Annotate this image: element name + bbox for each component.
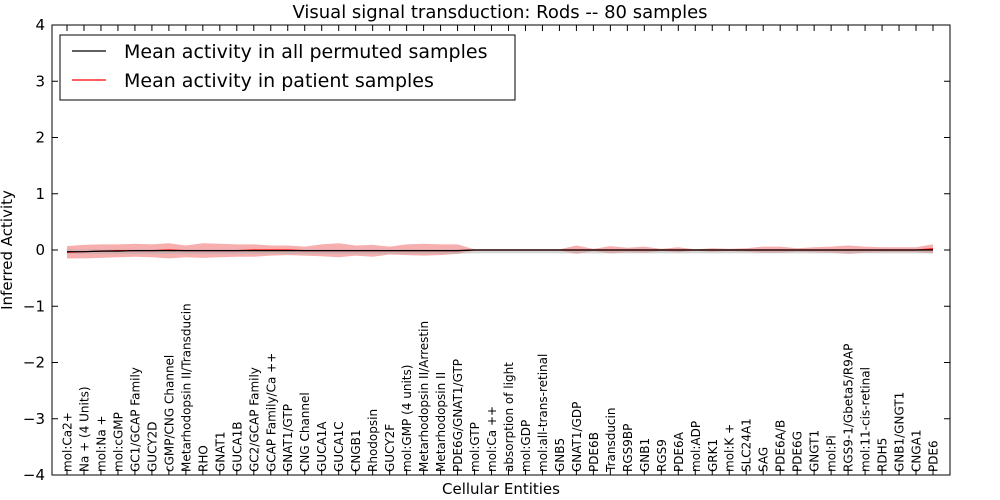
x-category-label: GNAT1 xyxy=(213,431,227,472)
x-category-label: RDH5 xyxy=(876,438,890,472)
x-category-label: CNG Channel xyxy=(298,392,312,472)
x-category-label: GNAT1/GTP xyxy=(281,404,295,472)
y-tick-label: −4 xyxy=(23,466,45,484)
x-category-label: cGMP/CNG Channel xyxy=(162,355,176,472)
x-category-label: mol:ADP xyxy=(689,421,703,472)
x-category-label: mol:K + xyxy=(723,424,737,472)
x-category-label: PDE6G/GNAT1/GTP xyxy=(451,359,465,472)
x-category-label: mol:all-trans-retinal xyxy=(536,354,550,472)
y-axis-label: Inferred Activity xyxy=(0,190,16,310)
y-axis-ticks: −4 −3 −2 −1 0 1 2 3 4 xyxy=(23,16,950,484)
x-category-label: GUCA1C xyxy=(332,421,346,472)
y-tick-label: −1 xyxy=(23,297,45,315)
x-category-label: SLC24A1 xyxy=(740,418,754,472)
y-tick-label: 4 xyxy=(35,16,45,34)
x-category-label: Rhodopsin xyxy=(366,409,380,472)
y-tick-label: 1 xyxy=(35,185,45,203)
x-category-label: mol:GDP xyxy=(519,420,533,472)
x-category-label: absorption of light xyxy=(502,362,516,472)
x-category-label: SAG xyxy=(757,447,771,472)
x-category-label: GC1/GCAP Family xyxy=(128,367,142,472)
x-category-label: mol:Ca2+ xyxy=(61,412,75,472)
x-category-label: Transducin xyxy=(604,408,618,473)
x-category-label: Na + (4 Units) xyxy=(77,386,91,472)
x-category-label: Metarhodopsin II/Transducin xyxy=(179,303,193,472)
legend: Mean activity in all permuted samples Me… xyxy=(59,34,516,101)
permuted-line xyxy=(67,249,933,253)
x-category-label: GRK1 xyxy=(706,439,720,472)
x-category-label: RGS9BP xyxy=(621,424,635,472)
series-lines xyxy=(66,248,934,253)
patient-band xyxy=(67,243,933,259)
x-category-label: Metarhodopsin II/Arrestin xyxy=(417,321,431,472)
chart-title: Visual signal transduction: Rods -- 80 s… xyxy=(292,2,707,23)
x-category-label: GUCA1B xyxy=(230,421,244,472)
x-category-label: RGS9-1/Gbeta5/R9AP xyxy=(842,344,856,472)
legend-box xyxy=(59,34,516,101)
legend-label-patient: Mean activity in patient samples xyxy=(124,70,434,92)
y-tick-label: 3 xyxy=(35,72,45,90)
x-category-label: RGS9 xyxy=(655,439,669,472)
x-category-label: mol:cGMP xyxy=(111,412,125,472)
x-category-label: mol:11-cis-retinal xyxy=(859,367,873,472)
x-category-label: GUCY2D xyxy=(145,422,159,472)
y-tick-label: 0 xyxy=(35,241,45,259)
x-category-label: GNB1 xyxy=(638,438,652,472)
x-category-label: CNGB1 xyxy=(349,429,363,472)
x-category-label: mol:GMP (4 units) xyxy=(400,365,414,472)
x-category-label: CNGA1 xyxy=(910,430,924,473)
x-category-label: mol:GTP xyxy=(468,422,482,472)
x-category-label: mol:Na + xyxy=(94,415,108,472)
x-category-label: GUCA1A xyxy=(315,421,329,472)
y-tick-label: −2 xyxy=(23,354,45,372)
x-category-label: GUCY2F xyxy=(383,424,397,472)
x-category-label: GNGT1 xyxy=(808,430,822,472)
x-category-label: GC2/GCAP Family xyxy=(247,367,261,472)
x-category-label: PDE6G xyxy=(791,431,805,472)
x-category-label: mol:Ca ++ xyxy=(485,406,499,472)
x-category-label: Metarhodopsin II xyxy=(434,372,448,472)
y-tick-label: −3 xyxy=(23,410,45,428)
y-tick-label: 2 xyxy=(35,129,45,147)
x-category-label: PDE6 xyxy=(927,440,941,472)
x-category-label: GNB1/GNGT1 xyxy=(893,392,907,472)
legend-label-permuted: Mean activity in all permuted samples xyxy=(124,41,487,63)
x-axis-label: Cellular Entities xyxy=(442,480,560,498)
x-category-label: mol:Pi xyxy=(825,435,839,472)
x-category-label: GNAT1/GDP xyxy=(570,402,584,472)
x-category-label: PDE6A/B xyxy=(774,420,788,472)
x-category-label: PDE6A xyxy=(672,431,686,472)
x-category-label: PDE6B xyxy=(587,432,601,472)
x-category-label: GNB5 xyxy=(553,438,567,472)
x-category-label: RHO xyxy=(196,445,210,472)
x-category-label: GCAP Family/Ca ++ xyxy=(264,353,278,472)
